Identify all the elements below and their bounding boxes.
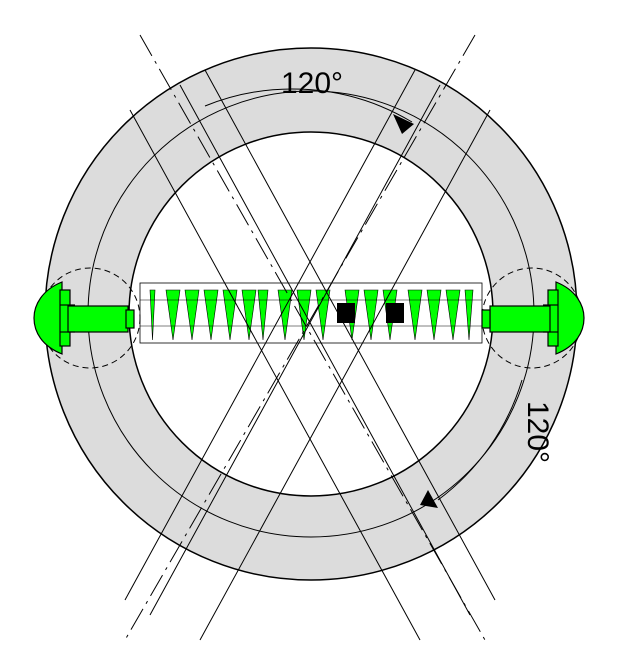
angle-label-right: 120° xyxy=(521,401,554,463)
green-pin-right xyxy=(481,281,585,355)
angle-arc-top xyxy=(204,88,413,123)
arrowhead-right xyxy=(420,490,438,508)
arrowhead-top xyxy=(393,114,414,134)
green-pin-left xyxy=(33,281,135,355)
marker-square-left xyxy=(337,303,355,323)
crossing-band-left xyxy=(129,69,496,641)
marker-square-right xyxy=(386,303,404,323)
dashed-circle-left xyxy=(39,267,141,369)
angle-arc-right xyxy=(437,379,523,501)
crossing-band-right xyxy=(124,69,491,641)
angle-label-top: 120° xyxy=(281,67,343,100)
